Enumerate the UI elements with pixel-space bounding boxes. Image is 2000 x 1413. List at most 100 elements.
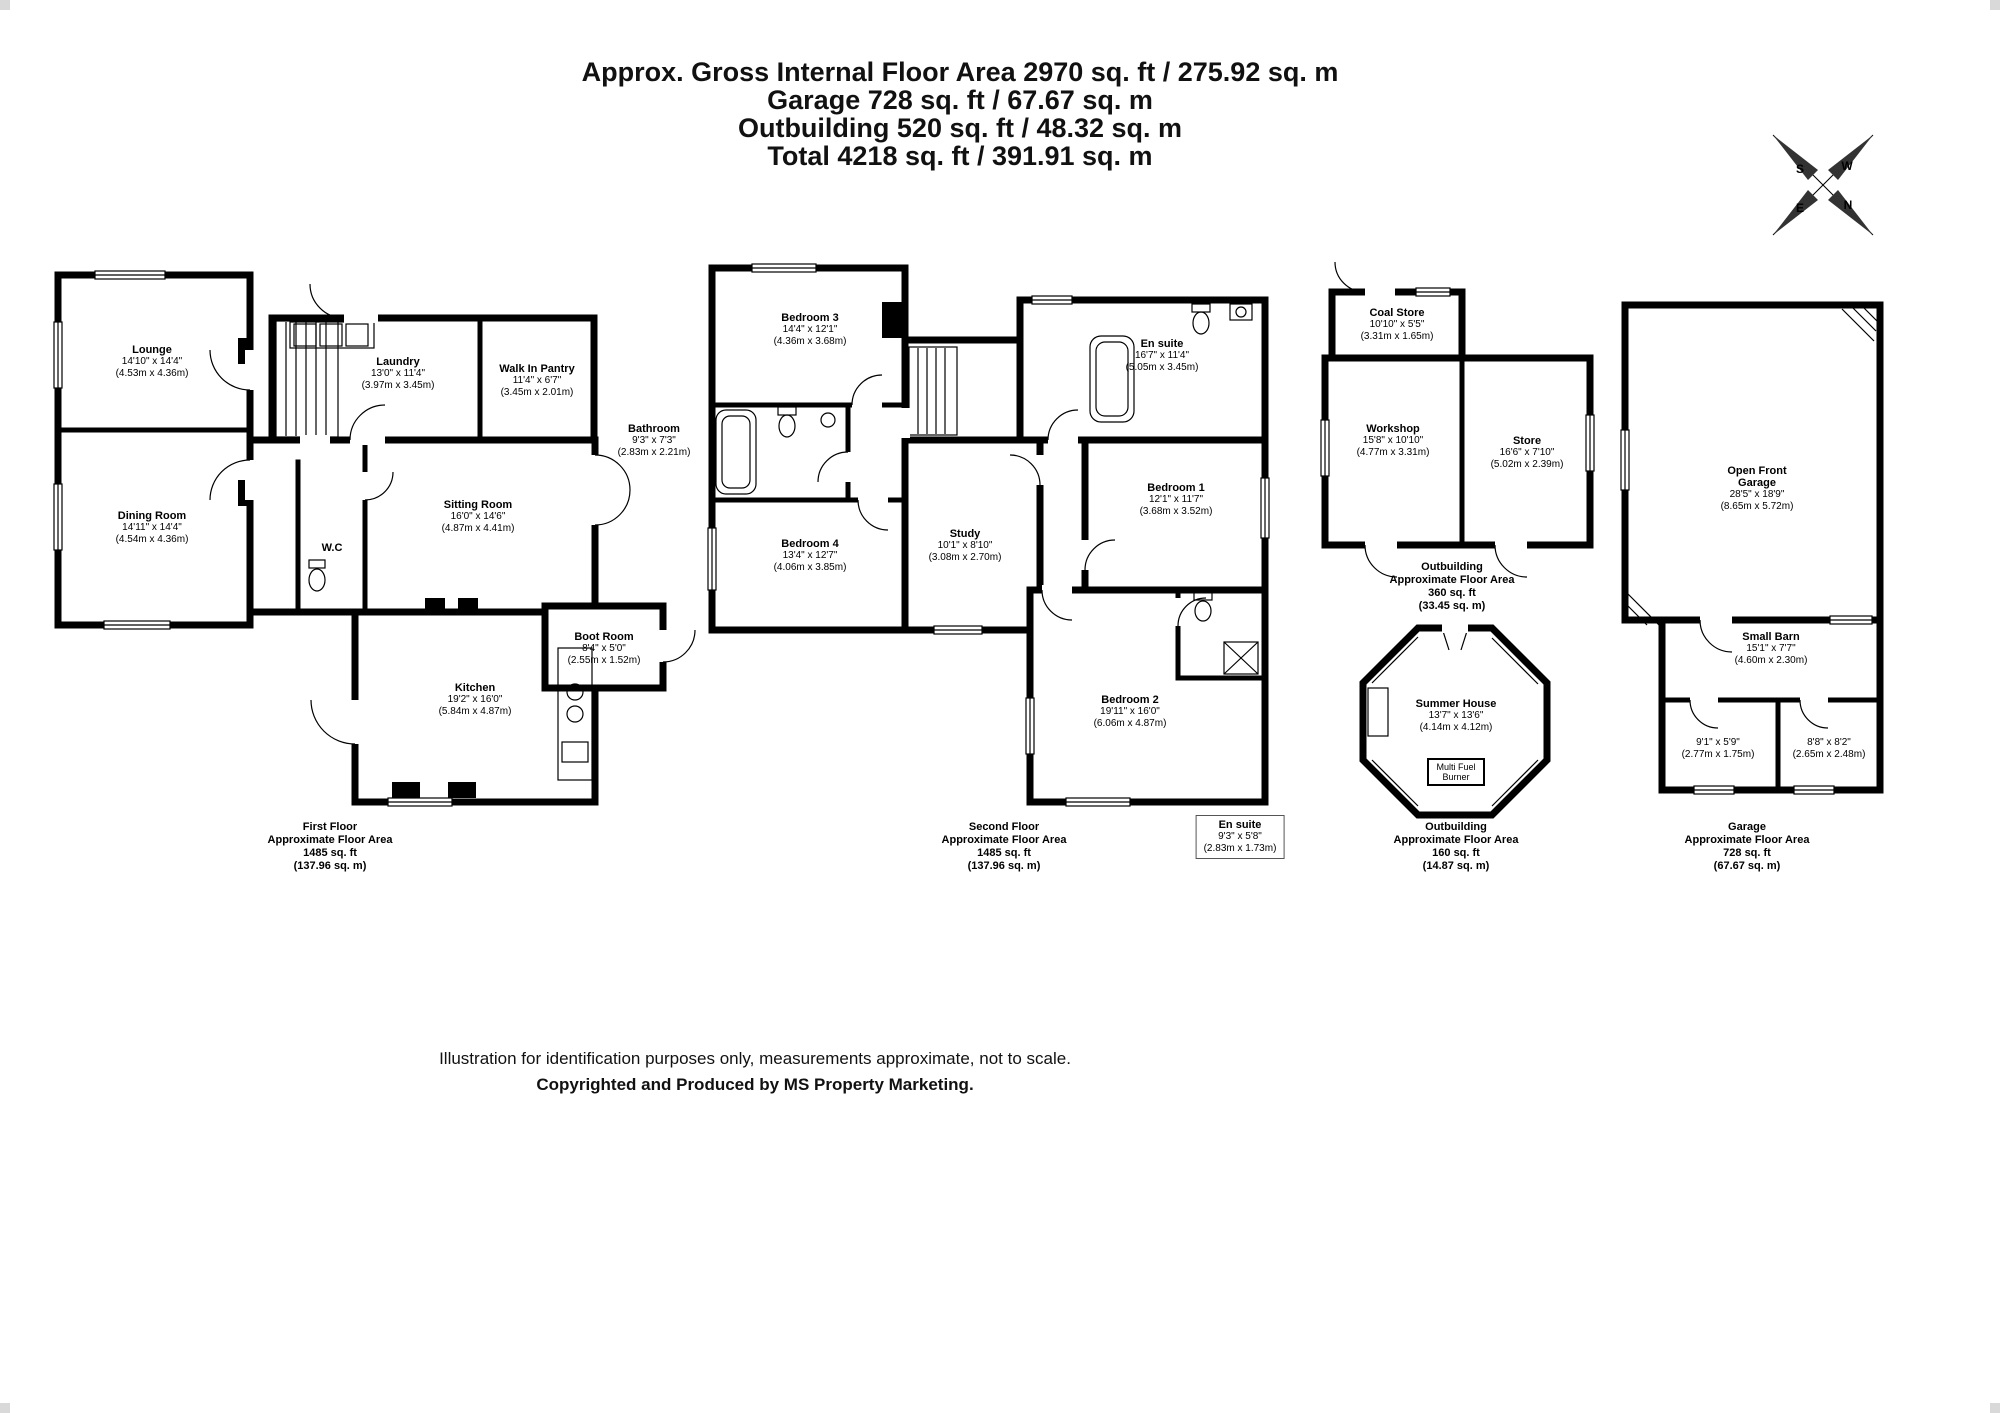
disclaimer-text: Illustration for identification purposes… <box>439 1049 1071 1068</box>
bathroom-fixtures <box>715 406 836 495</box>
room-label-dining: Dining Room 14'11" x 14'4" (4.54m x 4.36… <box>116 510 189 546</box>
area-title: First Floor <box>302 821 358 833</box>
room-size-metric: (5.05m x 3.45m) <box>1125 362 1199 373</box>
room-label-store: Store 16'6" x 7'10" (5.02m x 2.39m) <box>1491 435 1564 471</box>
area-title: Outbuilding <box>1425 821 1487 833</box>
area-sqft: 1485 sq. ft <box>303 847 357 859</box>
area-sqm: (137.96 sq. m) <box>293 860 367 872</box>
room-size-metric: (3.97m x 3.45m) <box>361 380 435 391</box>
room-size-imperial: 13'4" x 12'7" <box>782 550 838 561</box>
area-title: Outbuilding <box>1421 561 1483 573</box>
room-size-metric: (2.77m x 1.75m) <box>1681 749 1755 760</box>
room-name: Boot Room <box>574 631 634 643</box>
room-size-metric: (8.65m x 5.72m) <box>1720 501 1794 512</box>
room-name: Walk In Pantry <box>499 363 575 375</box>
outbuilding-walls <box>1321 288 1594 819</box>
area-sqft: 728 sq. ft <box>1723 847 1771 859</box>
room-name: Kitchen <box>454 682 496 694</box>
room-size-metric: (6.06m x 4.87m) <box>1093 718 1167 729</box>
wc-toilet <box>308 559 326 592</box>
room-label-workshop: Workshop 15'8" x 10'10" (4.77m x 3.31m) <box>1357 423 1430 459</box>
ensuite1-fixtures <box>1089 303 1253 423</box>
fixtures <box>275 303 1878 807</box>
room-size-metric: (2.83m x 1.73m) <box>1203 843 1277 854</box>
room-size-imperial: 15'8" x 10'10" <box>1362 435 1424 446</box>
room-name: Sitting Room <box>443 499 513 511</box>
room-name: Workshop <box>1366 423 1420 435</box>
compass-letter-e: E <box>1796 201 1804 215</box>
room-label-coal-store: Coal Store 10'10" x 5'5" (3.31m x 1.65m) <box>1361 307 1434 343</box>
area-title: Second Floor <box>968 821 1040 833</box>
room-size-metric: (4.60m x 2.30m) <box>1734 655 1808 666</box>
room-size-imperial: 13'7" x 13'6" <box>1428 710 1484 721</box>
room-label-laundry: Laundry 13'0" x 11'4" (3.97m x 3.45m) <box>362 356 435 392</box>
room-size-imperial: 8'8" x 8'2" <box>1807 737 1851 748</box>
compass-letter-s: S <box>1796 162 1804 176</box>
room-size-imperial: 10'1" x 8'10" <box>937 540 993 551</box>
room-size-metric: (5.84m x 4.87m) <box>438 706 512 717</box>
room-name: En suite <box>1140 338 1184 350</box>
room-name: Study <box>949 528 981 540</box>
room-size-metric: (3.31m x 1.65m) <box>1360 331 1434 342</box>
area-label-outbuilding-360: Outbuilding Approximate Floor Area 360 s… <box>1390 561 1515 613</box>
room-name: Multi Fuel Burner <box>1436 762 1476 782</box>
room-name: Bedroom 1 <box>1147 482 1205 494</box>
room-name: Laundry <box>376 356 420 368</box>
room-size-imperial: 13'0" x 11'4" <box>370 368 426 379</box>
room-name: Lounge <box>132 344 172 356</box>
copyright-text: Copyrighted and Produced by MS Property … <box>536 1075 974 1094</box>
room-size-imperial: 28'5" x 18'9" <box>1729 489 1785 500</box>
room-size-metric: (4.77m x 3.31m) <box>1356 447 1430 458</box>
room-name: Dining Room <box>117 510 187 522</box>
corner-mark <box>1990 0 2000 10</box>
ensuite2-fixtures <box>1193 591 1259 675</box>
room-size-imperial: 19'2" x 16'0" <box>447 694 503 705</box>
room-label-ensuite-1: En suite 16'7" x 11'4" (5.05m x 3.45m) <box>1126 338 1199 374</box>
room-size-imperial: 14'10" x 14'4" <box>121 356 183 367</box>
room-label-bedroom3: Bedroom 3 14'4" x 12'1" (4.36m x 3.68m) <box>774 312 847 348</box>
room-label-summer-house: Summer House 13'7" x 13'6" (4.14m x 4.12… <box>1416 698 1497 734</box>
compass-rose-icon: S W E N <box>1772 134 1874 236</box>
room-size-metric: (5.02m x 2.39m) <box>1490 459 1564 470</box>
area-label-outbuilding-160: Outbuilding Approximate Floor Area 160 s… <box>1394 821 1519 873</box>
area-sqm: (67.67 sq. m) <box>1713 860 1781 872</box>
kitchen-units <box>557 647 593 781</box>
area-subtitle: Approximate Floor Area <box>1389 574 1515 586</box>
garage-open-front-marks <box>1626 305 1878 626</box>
header-gross-area: Approx. Gross Internal Floor Area 2970 s… <box>581 57 1339 87</box>
room-size-metric: (3.68m x 3.52m) <box>1139 506 1213 517</box>
area-label-garage: Garage Approximate Floor Area 728 sq. ft… <box>1685 821 1810 873</box>
garage-walls <box>1621 301 1884 794</box>
room-size-metric: (2.65m x 2.48m) <box>1792 749 1866 760</box>
corner-mark <box>1990 1403 2000 1413</box>
footer: Illustration for identification purposes… <box>0 1046 1510 1098</box>
room-label-wc: W.C <box>322 542 343 554</box>
room-label-boot-room: Boot Room 8'4" x 5'0" (2.55m x 1.52m) <box>568 631 641 667</box>
room-size-imperial: 14'11" x 14'4" <box>122 522 182 533</box>
area-subtitle: Approximate Floor Area <box>1684 834 1810 846</box>
room-name: Bedroom 3 <box>781 312 839 324</box>
room-label-sitting-room: Sitting Room 16'0" x 14'6" (4.87m x 4.41… <box>442 499 515 535</box>
room-size-metric: (2.55m x 1.52m) <box>567 655 641 666</box>
room-size-imperial: 8'4" x 5'0" <box>582 643 626 654</box>
room-name: Store <box>1512 435 1542 447</box>
compass-letter-n: N <box>1844 198 1853 212</box>
room-size-imperial: 16'7" x 11'4" <box>1134 350 1190 361</box>
room-label-kitchen: Kitchen 19'2" x 16'0" (5.84m x 4.87m) <box>439 682 512 718</box>
room-label-small-barn: Small Barn 15'1" x 7'7" (4.60m x 2.30m) <box>1735 631 1808 667</box>
room-size-imperial: 16'6" x 7'10" <box>1499 447 1555 458</box>
multi-fuel-burner-label: Multi Fuel Burner <box>1427 758 1485 786</box>
area-label-second-floor: Second Floor Approximate Floor Area 1485… <box>942 821 1067 873</box>
area-subtitle: Approximate Floor Area <box>1393 834 1519 846</box>
room-label-ensuite-2: En suite 9'3" x 5'8" (2.83m x 1.73m) <box>1195 815 1285 859</box>
area-sqft: 360 sq. ft <box>1428 587 1476 599</box>
room-size-metric: (2.83m x 2.21m) <box>617 447 691 458</box>
area-sqm: (14.87 sq. m) <box>1422 860 1490 872</box>
room-name: Bedroom 4 <box>781 538 839 550</box>
area-label-first-floor: First Floor Approximate Floor Area 1485 … <box>268 821 393 873</box>
room-label-bedroom1: Bedroom 1 12'1" x 11'7" (3.68m x 3.52m) <box>1140 482 1213 518</box>
area-subtitle: Approximate Floor Area <box>941 834 1067 846</box>
room-name: Open Front Garage <box>1727 465 1787 489</box>
corner-mark <box>0 1403 10 1413</box>
room-name: Summer House <box>1415 698 1497 710</box>
